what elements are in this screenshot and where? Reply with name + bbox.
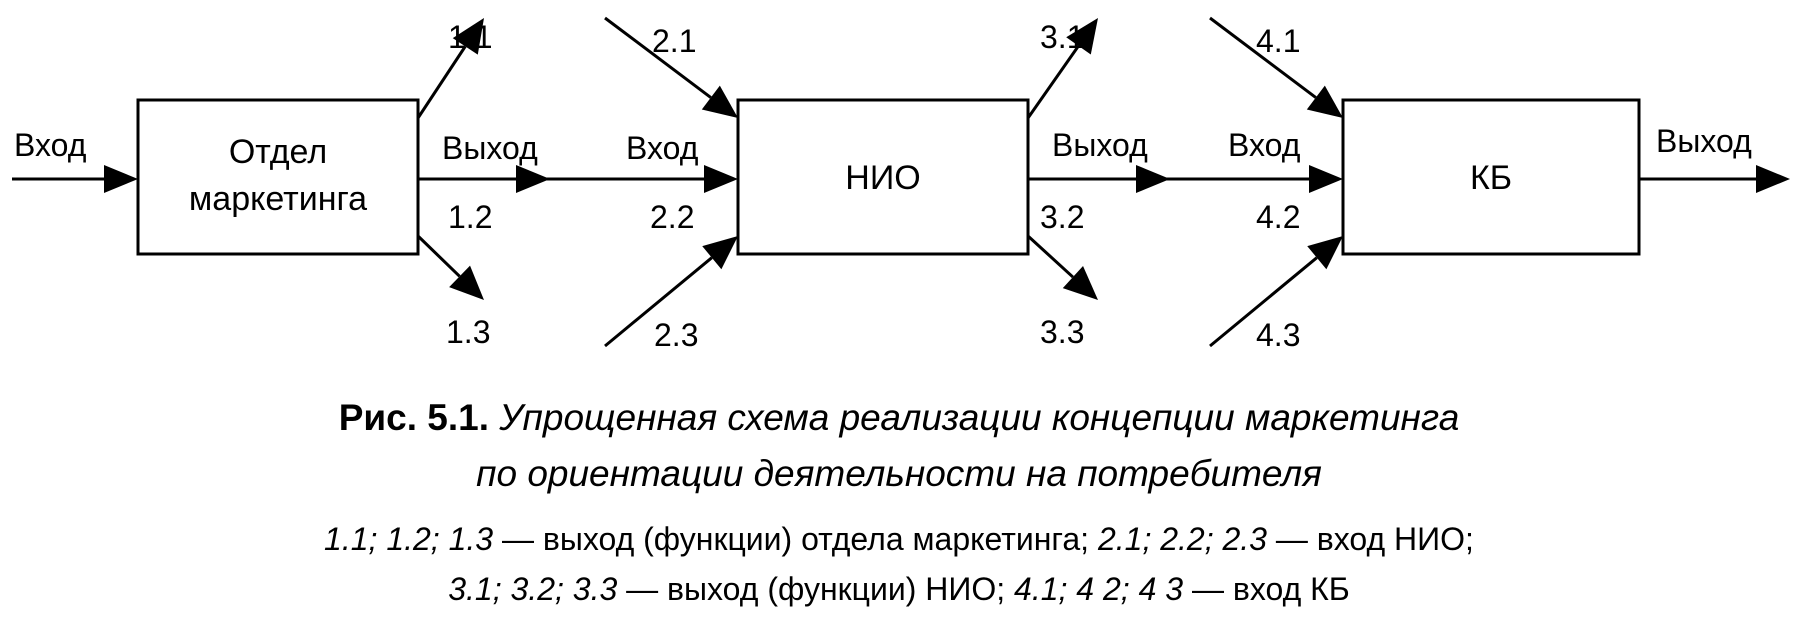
kb-block-label: КБ [1470, 159, 1512, 197]
nio-output-label: Выход [1052, 127, 1148, 163]
arrow-4-1-line [1209, 16, 1317, 99]
arrow-2-2-2-3-line [604, 256, 713, 348]
arrow-label-4-2: 4.2 [1256, 199, 1300, 235]
kb-input-arrowhead [1309, 165, 1343, 193]
arrow-3-1-line [1026, 44, 1080, 119]
legend-line1-segment-3: — вход НИО; [1267, 521, 1474, 557]
legend-line2-segment-2: 4.1; 4 2; 4 3 [1014, 571, 1183, 607]
kb-output-arrowhead [1756, 165, 1790, 193]
arrow-label-4-3: 4.3 [1256, 317, 1300, 353]
legend-line1-segment-2: 2.1; 2.2; 2.3 [1097, 521, 1267, 557]
main-input-arrowhead [104, 165, 138, 193]
figure-title-line2: по ориентации деятельности на потребител… [476, 453, 1322, 494]
marketing-output-label: Выход [442, 130, 538, 166]
arrow-1-3-line [416, 234, 461, 278]
figure-title-line1: Упрощенная схема реализации концепции ма… [498, 397, 1459, 438]
arrow-label-1-2: 1.2 [448, 199, 492, 235]
figure-number: Рис. 5.1. [339, 397, 489, 438]
nio-block-label: НИО [845, 159, 920, 197]
kb-block [1341, 98, 1641, 256]
arrow-4-1-arrowhead [1306, 85, 1343, 118]
legend-line2-segment-1: — выход (функции) НИО; [617, 571, 1014, 607]
diagonal-arrows [416, 16, 1343, 348]
arrow-label-2-3: 2.3 [654, 317, 698, 353]
legend-line1-segment-0: 1.1; 1.2; 1.3 [324, 521, 493, 557]
legend-line1-segment-1: — выход (функции) отдела маркетинга; [493, 521, 1098, 557]
arrow-label-3-2: 3.2 [1040, 199, 1084, 235]
arrow-2-2-2-3-arrowhead [702, 236, 738, 270]
arrow-3-3-line [1026, 234, 1074, 279]
marketing-department-block [136, 98, 420, 256]
arrow-label-3-3: 3.3 [1040, 314, 1084, 350]
nio-input-arrowhead [704, 165, 738, 193]
nio-block [736, 98, 1030, 256]
nio-output-arrowhead [1136, 165, 1170, 193]
legend-line2-segment-0: 3.1; 3.2; 3.3 [448, 571, 617, 607]
arrow-4-2-4-3-arrowhead [1307, 236, 1343, 270]
arrow-2-1-arrowhead [701, 85, 738, 118]
figure-caption-line1: Рис. 5.1. Упрощенная схема реализации ко… [339, 397, 1460, 438]
arrow-1-1-line [416, 45, 467, 119]
arrow-label-1-3: 1.3 [446, 314, 490, 350]
arrow-3-1-arrowhead [1066, 18, 1098, 55]
marketing-output-arrowhead [516, 165, 550, 193]
arrow-label-3-1: 3.1 [1040, 19, 1084, 55]
arrow-label-2-2: 2.2 [650, 199, 694, 235]
legend-line2: 3.1; 3.2; 3.3 — выход (функции) НИО; 4.1… [448, 571, 1350, 607]
arrow-2-1-line [604, 16, 712, 99]
marketing-block-label-line2: маркетинга [189, 180, 367, 218]
arrow-3-3-arrowhead [1062, 265, 1098, 300]
kb-input-label: Вход [1228, 127, 1301, 163]
nio-input-label: Вход [626, 130, 699, 166]
arrow-1-1-arrowhead [452, 18, 484, 55]
arrow-label-4-1: 4.1 [1256, 23, 1300, 59]
arrow-label-1-1: 1.1 [448, 19, 492, 55]
legend-line1: 1.1; 1.2; 1.3 — выход (функции) отдела м… [324, 521, 1474, 557]
legend-line2-segment-3: — вход КБ [1183, 571, 1350, 607]
main-input-label: Вход [14, 127, 87, 163]
marketing-block-label-line1: Отдел [229, 133, 327, 171]
arrow-4-2-4-3-line [1209, 256, 1318, 348]
arrow-label-2-1: 2.1 [652, 23, 696, 59]
arrow-1-3-arrowhead [449, 265, 484, 300]
kb-output-label: Выход [1656, 123, 1752, 159]
